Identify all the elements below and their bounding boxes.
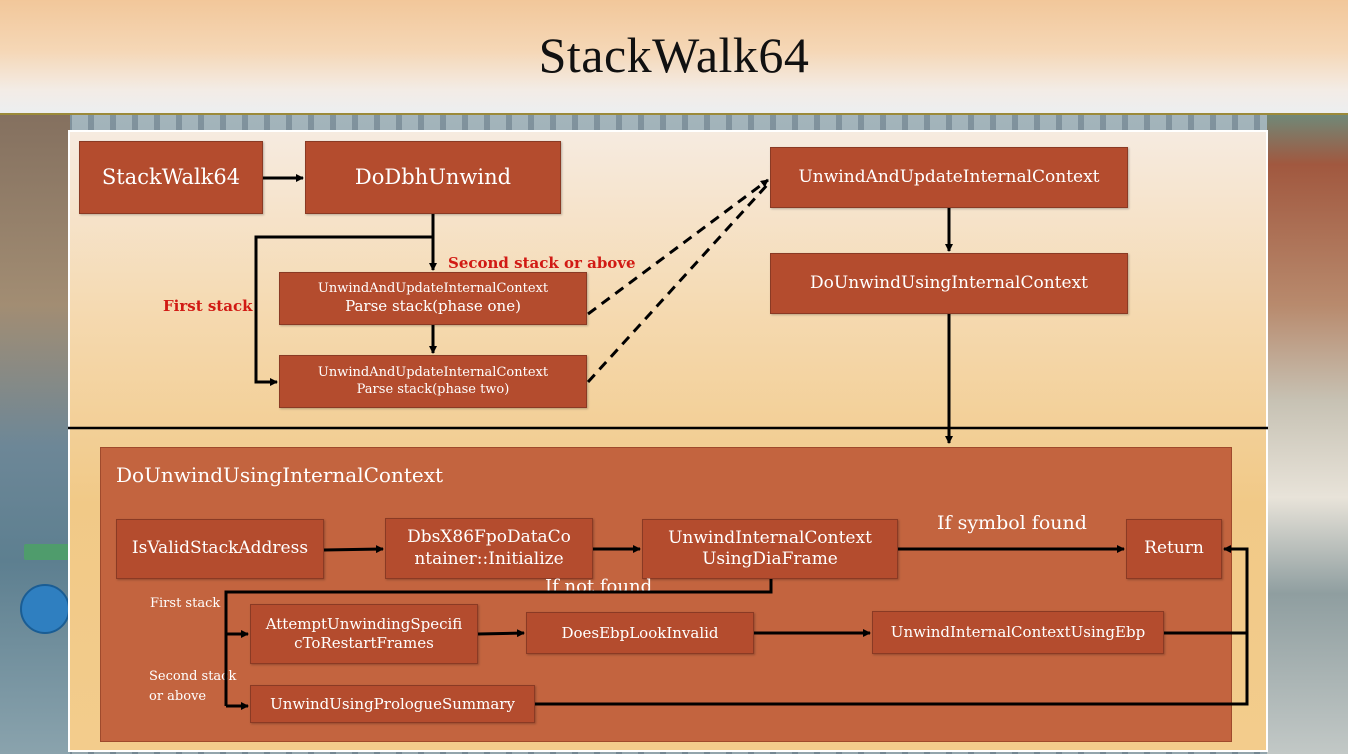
background-right-building [1267, 113, 1348, 754]
node-is-valid-stack-address: IsValidStackAddress [116, 519, 324, 579]
node-label: UnwindInternalContextUsingEbp [890, 623, 1146, 642]
label-if-not-found: If not found [545, 576, 653, 597]
node-unwind-dia-frame: UnwindInternalContext UsingDiaFrame [642, 519, 898, 579]
node-label: Return [1144, 538, 1204, 559]
node-label-line1: UnwindAndUpdateInternalContext [317, 281, 549, 296]
node-label: DoDbhUnwind [354, 165, 512, 190]
slide-header: StackWalk64 [0, 0, 1348, 115]
label-line1: Second stack [149, 669, 237, 684]
label-first-stack: First stack [163, 297, 253, 315]
slide-title: StackWalk64 [538, 27, 810, 83]
node-unwind-using-ebp: UnwindInternalContextUsingEbp [872, 611, 1164, 654]
label-second-stack-or-above: Second stack or above [448, 254, 636, 272]
street-sign-icon [24, 544, 70, 560]
node-label-line1: UnwindInternalContext [668, 527, 872, 548]
node-return: Return [1126, 519, 1222, 579]
node-unwind-prologue-summary: UnwindUsingPrologueSummary [250, 685, 535, 723]
background-left-building [0, 113, 70, 754]
node-label: IsValidStackAddress [131, 538, 309, 559]
node-label-line2: Parse stack(phase one) [345, 297, 521, 316]
node-parse-phase-one: UnwindAndUpdateInternalContext Parse sta… [279, 272, 587, 325]
label-second-stack-detail: Second stack or above [149, 667, 236, 706]
node-label-line2: cToRestartFrames [294, 634, 434, 652]
label-line2: or above [149, 688, 207, 704]
node-label: DoUnwindUsingInternalContext [810, 272, 1088, 293]
round-sign-icon [20, 584, 70, 634]
node-dodbhunwind: DoDbhUnwind [305, 141, 561, 214]
node-label-line1: AttemptUnwindingSpecifi [265, 615, 463, 634]
node-label-line1: UnwindAndUpdateInternalContext [317, 365, 549, 381]
node-label-line1: DbsX86FpoDataCo [407, 527, 571, 548]
node-attempt-restart-frames: AttemptUnwindingSpecifi cToRestartFrames [250, 604, 478, 664]
label-if-symbol-found: If symbol found [937, 512, 1087, 534]
node-does-ebp-look-invalid: DoesEbpLookInvalid [526, 612, 754, 654]
detail-panel-title: DoUnwindUsingInternalContext [116, 463, 444, 487]
node-unwind-and-update: UnwindAndUpdateInternalContext [770, 147, 1128, 208]
node-label-line2: ntainer::Initialize [414, 548, 564, 569]
node-label-line2: Parse stack(phase two) [356, 381, 510, 397]
node-stackwalk64: StackWalk64 [79, 141, 263, 214]
node-label: UnwindAndUpdateInternalContext [798, 166, 1100, 187]
node-label-line2: UsingDiaFrame [702, 549, 838, 569]
node-do-unwind-internal: DoUnwindUsingInternalContext [770, 253, 1128, 314]
node-label: UnwindUsingPrologueSummary [270, 694, 515, 713]
node-fpo-initialize: DbsX86FpoDataCo ntainer::Initialize [385, 518, 593, 579]
node-label: StackWalk64 [101, 165, 241, 190]
label-first-stack-detail: First stack [150, 596, 221, 611]
node-label: DoesEbpLookInvalid [561, 623, 719, 642]
node-parse-phase-two: UnwindAndUpdateInternalContext Parse sta… [279, 355, 587, 408]
